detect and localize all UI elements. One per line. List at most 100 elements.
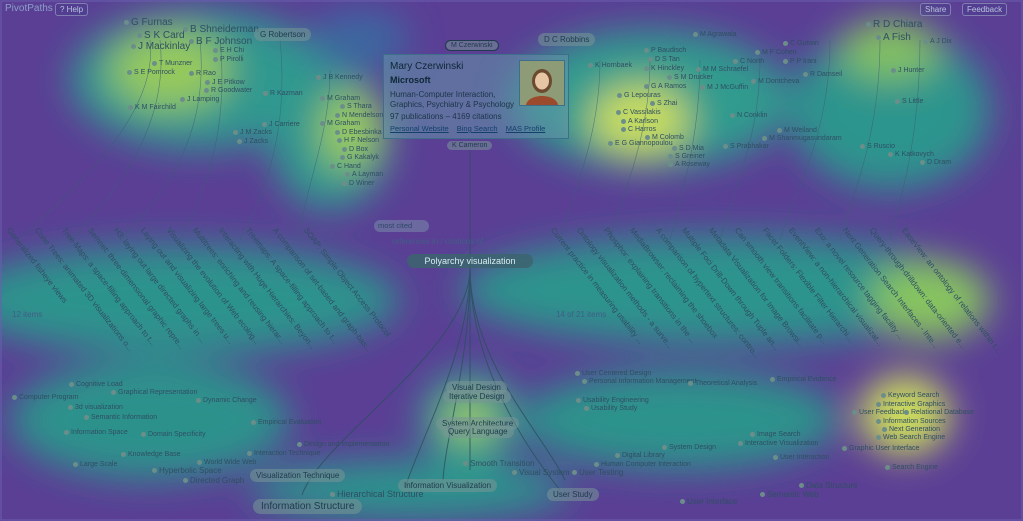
author-node[interactable]: K Hornbaek (588, 62, 632, 69)
mas-profile-link[interactable]: MAS Profile (505, 124, 546, 133)
term-node[interactable]: Semantic Web (760, 491, 819, 499)
personal-website-link[interactable]: Personal Website (390, 124, 449, 133)
term-node[interactable]: Directed Graph (183, 477, 244, 485)
author-node[interactable]: S E Pomrock (127, 69, 175, 76)
author-node[interactable]: M Shanmugasundaram (762, 135, 842, 142)
term-node[interactable]: Computer Program (12, 394, 79, 401)
author-node[interactable]: H F Nelson (337, 137, 379, 144)
term-node[interactable]: Image Search (750, 431, 801, 438)
term-node[interactable]: User Interface (680, 498, 737, 506)
term-node[interactable]: Domain Specificity (141, 431, 206, 438)
author-node[interactable]: D Winer (342, 180, 374, 187)
author-node[interactable]: A Fish (876, 33, 911, 43)
author-node[interactable]: J Carriere (262, 121, 300, 128)
feedback-button[interactable]: Feedback (962, 3, 1008, 16)
term-node[interactable]: System Design (662, 444, 716, 451)
author-node[interactable]: J Mackinlay (131, 42, 190, 52)
author-node[interactable]: G A Ramos (644, 83, 686, 90)
author-node[interactable]: S Prabhakar (723, 143, 769, 150)
author-node[interactable]: G Lepouras (617, 92, 661, 99)
author-node[interactable]: R Damseil (803, 71, 842, 78)
author-node[interactable]: R Kazman (263, 90, 303, 97)
term-node[interactable]: Interactive Visualization (738, 440, 818, 447)
term-node[interactable]: User Centered Design (575, 370, 651, 377)
term-node[interactable]: Information Space (64, 429, 128, 436)
term-node[interactable]: Keyword Search (881, 392, 939, 399)
term-node[interactable]: Theoretical Analysis (688, 380, 757, 387)
author-node[interactable]: B F Johnson (189, 37, 252, 47)
term-node[interactable]: Large Scale (73, 461, 117, 468)
term-node[interactable]: Visual System (512, 469, 570, 477)
author-node[interactable]: J Hunter (891, 67, 924, 74)
term-node[interactable]: Design and Implementation (297, 441, 389, 448)
share-button[interactable]: Share (920, 3, 952, 16)
author-node[interactable]: K M Fairchild (128, 104, 176, 111)
help-button[interactable]: ? Help (55, 3, 89, 16)
author-node[interactable]: M Dontcheva (751, 78, 799, 85)
term-node[interactable]: Personal Information Management (582, 378, 696, 385)
author-node[interactable]: T Munzner (152, 60, 192, 67)
author-node[interactable]: C Gutwin (783, 40, 819, 47)
term-node[interactable]: Interactive Graphics (876, 401, 945, 408)
term-node[interactable]: Iterative Design (443, 390, 511, 403)
term-node[interactable]: Digital Library (615, 452, 665, 459)
author-node[interactable]: D Dram (920, 159, 951, 166)
term-node[interactable]: Relational Database (904, 409, 974, 416)
author-node[interactable]: M Agrawala (693, 31, 737, 38)
term-node[interactable]: Visualization Technique (250, 469, 346, 482)
term-node[interactable]: Empirical Evaluation (251, 419, 321, 426)
author-node[interactable]: C Hand (330, 163, 361, 170)
term-node[interactable]: User Interaction (773, 454, 829, 461)
term-node[interactable]: Semantic Information (84, 414, 157, 421)
author-node[interactable]: J E Pitkow (205, 79, 245, 86)
author-node[interactable]: J Zacks (237, 138, 268, 145)
author-node[interactable]: K Katkovych (888, 151, 934, 158)
author-node[interactable]: R Goodwater (204, 87, 252, 94)
author-node[interactable]: G Furnas (124, 18, 173, 28)
author-node[interactable]: S Zhai (650, 100, 677, 107)
term-node[interactable]: Knowledge Base (121, 451, 181, 458)
term-node[interactable]: Human Computer Interaction (594, 461, 691, 468)
focus-node[interactable]: Polyarchy visualization (407, 254, 533, 268)
author-node[interactable]: N Conklin (730, 112, 767, 119)
author-node[interactable]: C Vassilakis (616, 109, 661, 116)
author-node[interactable]: M Graham (320, 120, 360, 127)
author-node[interactable]: A Roseway (668, 161, 710, 168)
term-node[interactable]: Usability Study (584, 405, 637, 412)
author-node[interactable]: D Ebesbinka (335, 129, 382, 136)
author-node[interactable]: M Colomb (645, 134, 684, 141)
author-node[interactable]: K Hinckley (644, 65, 684, 72)
term-node[interactable]: Smooth Transition (463, 460, 534, 468)
author-node[interactable]: B Shneiderman (183, 25, 259, 35)
author-node[interactable]: E H Chi (213, 47, 244, 54)
author-node[interactable]: P Baudisch (644, 47, 686, 54)
term-node[interactable]: Cognitive Load (69, 381, 123, 388)
author-node[interactable]: A Layman (345, 171, 383, 178)
term-node[interactable]: Information Structure (253, 499, 363, 514)
term-node[interactable]: Search Engine (885, 464, 938, 471)
author-node[interactable]: C Harros (621, 126, 656, 133)
author-node[interactable]: M Graham (320, 95, 360, 102)
author-node[interactable]: S Thara (340, 103, 372, 110)
author-node[interactable]: M J McGuffin (700, 84, 748, 91)
author-node[interactable]: J Lamping (180, 96, 219, 103)
author-node[interactable]: J B Kennedy (316, 74, 363, 81)
author-node[interactable]: S Little (895, 98, 923, 105)
term-node[interactable]: Dynamic Change (196, 397, 257, 404)
author-node[interactable]: P Pirolli (213, 56, 244, 63)
term-node[interactable]: Hierarchical Structure (330, 490, 424, 499)
author-tag-selected[interactable]: M Czerwinski (445, 40, 499, 51)
bing-search-link[interactable]: Bing Search (456, 124, 498, 133)
term-node[interactable]: Interaction Technique (247, 450, 320, 457)
author-pill-robertson[interactable]: G Robertson (254, 28, 312, 41)
author-node[interactable]: R D Chiara (866, 20, 922, 30)
term-node[interactable]: Empirical Evidence (770, 376, 837, 383)
author-node[interactable]: R Rao (189, 70, 216, 77)
author-node[interactable]: M Weiland (777, 127, 817, 134)
author-node[interactable]: D Box (342, 146, 368, 153)
term-node[interactable]: Graphic User Interface (842, 445, 919, 452)
author-node[interactable]: S Greiner (668, 153, 705, 160)
author-node[interactable]: S Ruscio (860, 143, 895, 150)
author-node[interactable]: S D Mia (672, 145, 704, 152)
author-node[interactable]: S K Card (137, 31, 185, 41)
